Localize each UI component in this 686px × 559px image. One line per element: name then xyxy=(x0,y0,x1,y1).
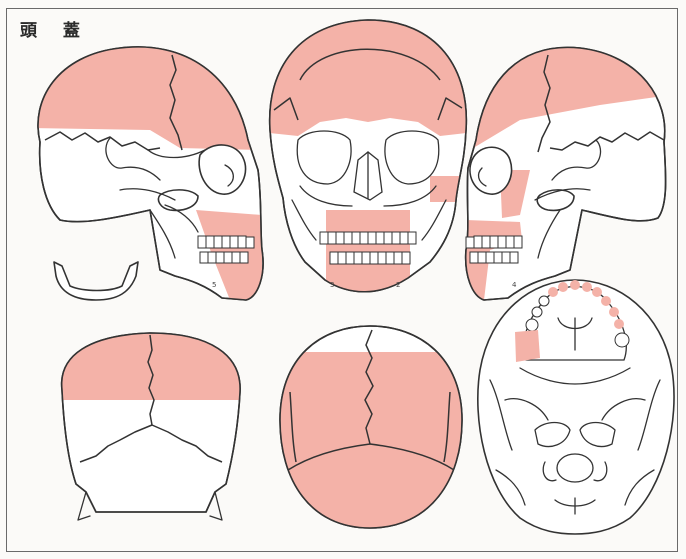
posterior-skull xyxy=(55,325,245,520)
label-3: 3 xyxy=(330,281,334,289)
lower-teeth-front xyxy=(330,252,410,264)
superior-skull xyxy=(275,326,467,532)
right-lateral-skull: 5 xyxy=(30,40,263,300)
label-4: 4 xyxy=(512,281,517,289)
upper-teeth-front xyxy=(320,232,416,244)
inferior-skull xyxy=(478,280,674,534)
anterior-skull: 3 2 xyxy=(260,15,475,300)
upper-teeth-lateral-left xyxy=(466,236,522,248)
hyoid-bone xyxy=(54,262,138,300)
label-5: 5 xyxy=(212,281,216,289)
lower-teeth-lateral xyxy=(200,252,248,263)
lower-teeth-lateral-left xyxy=(470,252,518,263)
left-lateral-skull: 4 xyxy=(466,40,670,300)
label-2: 2 xyxy=(396,281,400,289)
upper-teeth-lateral xyxy=(198,236,254,248)
